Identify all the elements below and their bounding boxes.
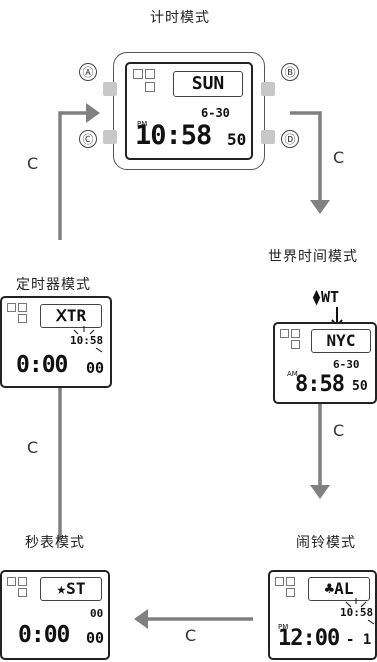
am-indicator: AM [287,370,298,378]
lcd-segment-indicator [291,340,300,349]
watch-side-button [103,130,117,144]
world-time-indicator: ⧫WT [312,288,340,306]
transition-label-c: C [27,154,39,173]
lcd-segment-indicator [291,329,300,338]
arrow-to-timekeeping [58,111,88,240]
lcd-segment-indicator [275,577,284,586]
date-display: 6-30 [201,106,230,120]
time-display: 8:58 [295,372,345,397]
arrow-to-world-time [290,111,322,203]
lcd-segment-indicator [145,82,155,92]
lcd-screen: SUN 6-30 PM 10:58 50 [125,62,253,160]
watch-timekeeping: SUN 6-30 PM 10:58 50 [98,52,282,172]
lcd-screen-world-time: NYC 6-30 AM 8:58 50 [273,322,377,404]
lcd-segment-indicator [18,303,27,312]
time-display: 12:00 [278,626,340,651]
timer-preview-time: 10:58 [70,334,104,347]
seconds-display: 50 [227,130,247,149]
lcd-segment-indicator [18,577,27,586]
lcd-text-display: SUN [173,71,243,97]
lcd-text-display: ⅩTR [40,304,102,328]
seconds-display: 50 [352,379,368,394]
lcd-segment-indicator [286,588,295,597]
alarm-preview-time: 10:58 [340,606,374,619]
mode-title-alarm: 闹铃模式 [296,535,356,551]
button-a-label: Ⓐ [79,63,97,81]
watch-side-button [261,130,275,144]
pm-indicator: PM [278,623,289,631]
mode-title-timekeeping: 计时模式 [150,10,210,26]
time-display: 0:00 [18,622,70,648]
lcd-segment-indicator [280,329,289,338]
lcd-segment-indicator [7,303,16,312]
lcd-text-display: NYC [311,329,371,353]
transition-label-c: C [333,148,345,167]
transition-label-c: C [333,421,345,440]
lcd-screen-alarm: ♣AL 10:58 PM 12:00 - 1 [268,570,377,660]
lcd-screen-timer: ⅩTR 10:58 0:00 00 [0,296,112,388]
watch-side-button [261,82,275,96]
button-d-label: Ⓓ [281,130,299,148]
pm-indicator: PM [137,120,148,128]
mode-title-timer: 定时器模式 [16,277,91,293]
lcd-segment-indicator [18,314,27,323]
lcd-segment-indicator [18,588,27,597]
flash-icon [73,326,103,353]
time-display: 0:00 [16,352,68,378]
lcd-screen-stopwatch: ★ST 00 0:00 00 [0,570,110,660]
flash-icon [345,598,375,625]
transition-label-c: C [185,626,197,645]
lcd-segment-indicator [145,69,155,79]
watch-side-button [103,82,117,96]
button-c-label: Ⓒ [79,130,97,148]
lcd-text-display: ♣AL [308,577,370,601]
transition-label-c: C [27,438,39,457]
lcd-text-display: ★ST [40,577,102,601]
stopwatch-small-digits: 00 [90,607,104,620]
mode-title-stopwatch: 秒表模式 [25,535,85,551]
mode-title-world-time: 世界时间模式 [268,249,358,265]
lcd-segment-indicator [133,69,143,79]
seconds-display: 00 [86,629,105,647]
seconds-display: 00 [86,359,105,377]
lcd-segment-indicator [7,577,16,586]
time-display: 10:58 [135,120,212,151]
seconds-display: - 1 [346,632,372,648]
date-display: 6-30 [333,358,360,371]
button-b-label: Ⓑ [281,63,299,81]
lcd-segment-indicator [286,577,295,586]
